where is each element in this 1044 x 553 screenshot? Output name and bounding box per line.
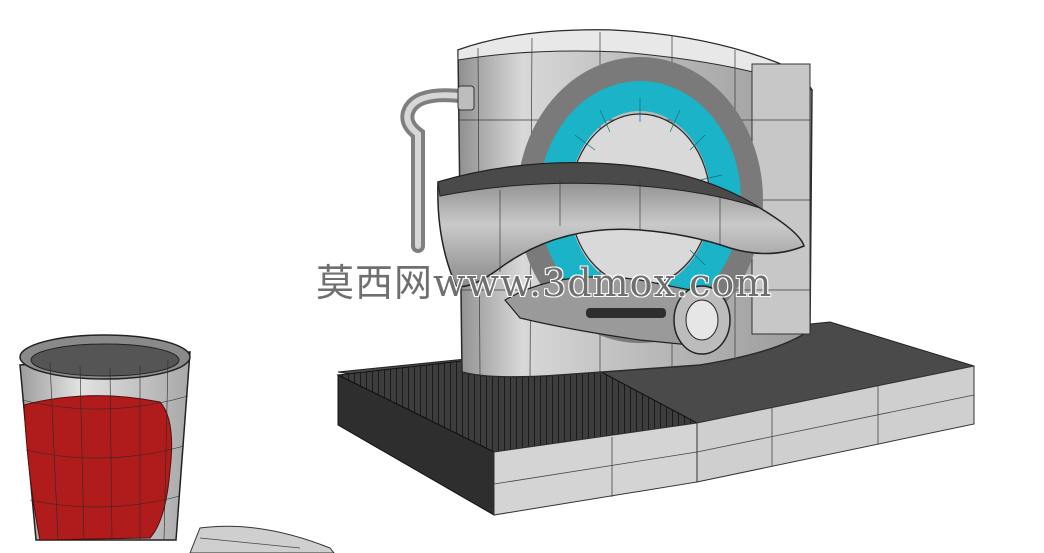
cup-red-band (23, 395, 173, 541)
portafilter (504, 276, 731, 355)
cup (19, 334, 191, 541)
machine-base (336, 321, 975, 516)
partial-object-bottom (189, 525, 335, 553)
lever-handle (437, 162, 805, 288)
steam-wand (400, 85, 475, 253)
watermark-text: 莫西网www.3dmox.com (316, 261, 773, 305)
base-front-right (696, 365, 975, 483)
